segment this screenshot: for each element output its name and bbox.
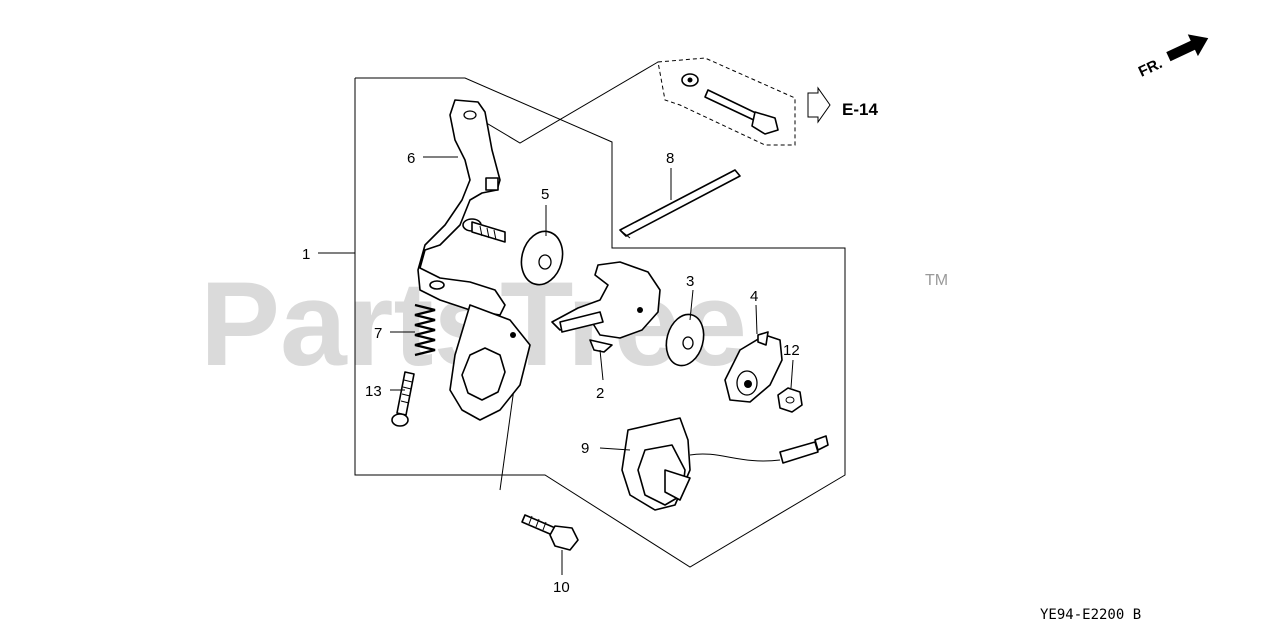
drawing-code: YE94-E2200 B: [1040, 607, 1141, 623]
callout-13: 13: [365, 383, 382, 400]
part-5-washer: [520, 230, 564, 286]
callout-3: 3: [686, 273, 694, 290]
part-8-rod: [619, 169, 741, 239]
callout-9: 9: [581, 440, 589, 457]
watermark-tm: TM: [925, 272, 948, 289]
part-9-control-knob: [621, 417, 829, 511]
callout-2: 2: [596, 385, 604, 402]
front-direction-indicator: FR.: [1136, 34, 1209, 81]
ratchet-plate: [449, 304, 531, 421]
callout-6: 6: [407, 150, 415, 167]
callout-4: 4: [750, 288, 758, 305]
bolt-head-icon: [751, 111, 779, 135]
bolt-icon: [704, 89, 761, 123]
reference-box: [657, 57, 831, 146]
leader-lines: [318, 156, 794, 575]
part-7-spring: [414, 303, 436, 357]
fr-label: FR.: [1136, 55, 1165, 81]
callout-12: 12: [783, 342, 800, 359]
callout-labels: 1 2 3 4 5 6 7 8 9 10 12 13: [302, 150, 800, 596]
part-13-bolt: [391, 371, 415, 427]
reference-arrow-icon: [807, 86, 831, 124]
callout-8: 8: [666, 150, 674, 167]
part-12-nut: [777, 387, 803, 413]
callout-10: 10: [553, 579, 570, 596]
part-2-lever: [551, 261, 661, 353]
callout-1: 1: [302, 246, 310, 263]
callout-5: 5: [541, 186, 549, 203]
part-4-cam-plate: [724, 331, 783, 403]
reference-label: E-14: [842, 100, 878, 119]
part-10-bolt: [521, 514, 579, 551]
part-6-bracket: [417, 99, 506, 316]
part-3-washer: [665, 313, 705, 367]
callout-7: 7: [374, 325, 382, 342]
fr-arrow-icon: [1166, 34, 1209, 62]
